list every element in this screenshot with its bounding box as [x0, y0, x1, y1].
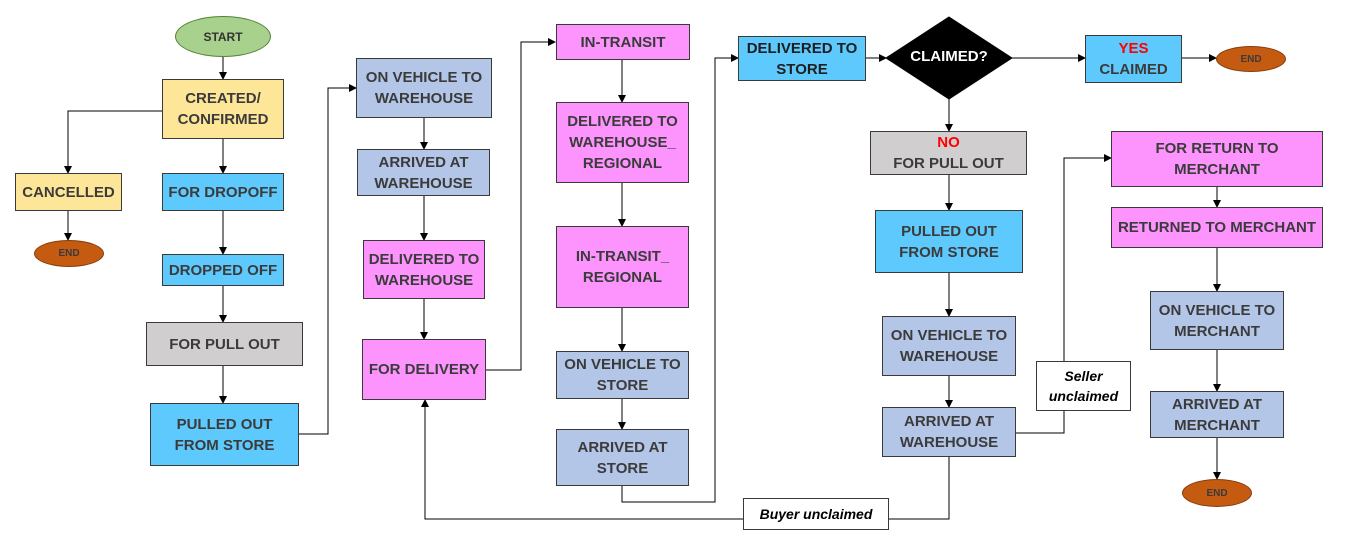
- delivered-store-line1: DELIVERED TO: [746, 39, 858, 57]
- claimed-label: CLAIMED: [1099, 61, 1168, 78]
- pulled-out-from-store-node: PULLED OUT FROM STORE: [150, 403, 299, 466]
- delivered-store-line2: STORE: [776, 60, 828, 78]
- arrived-at-merchant-node: ARRIVED AT MERCHANT: [1150, 391, 1284, 438]
- arrived-merchant-line2: MERCHANT: [1174, 416, 1260, 434]
- delivered-to-warehouse-regional-node: DELIVERED TO WAREHOUSE_ REGIONAL: [556, 102, 689, 183]
- yes-claimed-node: YES CLAIMED: [1085, 35, 1182, 83]
- created-confirmed-node: CREATED/ CONFIRMED: [162, 79, 284, 139]
- arrived-merchant-line1: ARRIVED AT: [1172, 395, 1262, 413]
- arrived-col4-line1: ARRIVED AT: [904, 413, 994, 430]
- connector-col2-col3: [486, 38, 556, 371]
- on-vehicle-to-merchant-node: ON VEHICLE TO MERCHANT: [1150, 291, 1284, 350]
- for-dropoff-node: FOR DROPOFF: [162, 173, 284, 211]
- delivered-to-store-node: DELIVERED TO STORE: [738, 36, 866, 81]
- arrived-col4-line2: WAREHOUSE: [899, 434, 999, 451]
- for-pull-out-node: FOR PULL OUT: [146, 322, 303, 366]
- claimed-decision-diamond: [885, 16, 1013, 100]
- on-vehicle-to-warehouse-node: ON VEHICLE TO WAREHOUSE: [356, 58, 492, 118]
- yes-label: YES: [1118, 40, 1149, 57]
- returned-to-merchant-node: RETURNED TO MERCHANT: [1111, 207, 1323, 248]
- buyer-unclaimed-label: Buyer unclaimed: [743, 498, 889, 530]
- delivered-regional-line1: DELIVERED TO: [567, 113, 678, 130]
- on-vehicle-to-store-node: ON VEHICLE TO STORE: [556, 351, 689, 399]
- pulled-out-from-store-node-col4: PULLED OUT FROM STORE: [875, 210, 1023, 273]
- delivered-label-line1: DELIVERED TO: [368, 250, 480, 268]
- pulled-out-col4-line1: PULLED OUT: [901, 222, 997, 240]
- seller-unclaimed-label: Seller unclaimed: [1036, 361, 1131, 411]
- cancelled-node: CANCELLED: [15, 173, 122, 211]
- for-return-line2: MERCHANT: [1174, 161, 1260, 178]
- for-return-to-merchant-node: FOR RETURN TO MERCHANT: [1111, 131, 1323, 187]
- on-vehicle-merchant-line1: ON VEHICLE TO: [1158, 301, 1276, 319]
- in-transit-regional-node: IN-TRANSIT_ REGIONAL: [556, 226, 689, 308]
- in-transit-regional-line2: REGIONAL: [582, 269, 663, 286]
- seller-unclaimed-line2: unclaimed: [1048, 388, 1119, 404]
- seller-unclaimed-line1: Seller: [1064, 368, 1103, 384]
- cancelled-label: CANCELLED: [22, 183, 115, 201]
- on-vehicle-label-line2: WAREHOUSE: [374, 90, 474, 107]
- delivered-label-line2: WAREHOUSE: [374, 271, 474, 289]
- connector-buyer-unclaimed: [421, 399, 950, 520]
- on-vehicle-merchant-line2: MERCHANT: [1174, 322, 1260, 340]
- on-vehicle-col4-line2: WAREHOUSE: [899, 348, 999, 365]
- on-vehicle-store-line1: ON VEHICLE TO: [564, 356, 681, 373]
- end-node-merchant: END: [1182, 479, 1252, 507]
- for-pull-out-label: FOR PULL OUT: [169, 335, 280, 353]
- on-vehicle-label-line1: ON VEHICLE TO: [365, 69, 483, 86]
- claimed-question-label: CLAIMED?: [910, 48, 988, 65]
- created-label-line2: CONFIRMED: [177, 111, 269, 128]
- delivered-regional-line3: REGIONAL: [582, 155, 663, 172]
- arrived-store-line2: STORE: [596, 459, 649, 477]
- for-delivery-node: FOR DELIVERY: [362, 339, 486, 400]
- for-return-line1: FOR RETURN TO: [1155, 140, 1279, 157]
- connector-seller-unclaimed: [1016, 154, 1112, 434]
- for-dropoff-label: FOR DROPOFF: [168, 183, 278, 201]
- pulled-out-col4-line2: FROM STORE: [899, 243, 999, 261]
- arrived-store-line1: ARRIVED AT: [577, 438, 668, 456]
- created-label-line1: CREATED/: [185, 90, 261, 107]
- no-for-pull-out-node: NO FOR PULL OUT: [870, 131, 1027, 175]
- no-label: NO: [937, 134, 960, 151]
- on-vehicle-to-warehouse-node-col4: ON VEHICLE TO WAREHOUSE: [882, 316, 1016, 376]
- dropped-off-label: DROPPED OFF: [168, 261, 278, 279]
- arrived-label-line2: WAREHOUSE: [374, 174, 473, 192]
- pulled-out-label-line1: PULLED OUT: [176, 415, 273, 433]
- in-transit-node: IN-TRANSIT: [556, 24, 690, 60]
- pulled-out-label-line2: FROM STORE: [174, 436, 275, 454]
- end-node-claimed: END: [1216, 46, 1286, 72]
- on-vehicle-store-line2: STORE: [596, 377, 649, 394]
- start-node: START: [175, 16, 271, 57]
- buyer-unclaimed-text: Buyer unclaimed: [759, 506, 873, 522]
- delivered-regional-line2: WAREHOUSE_: [569, 134, 676, 151]
- on-vehicle-col4-line1: ON VEHICLE TO: [890, 327, 1008, 344]
- arrived-label-line1: ARRIVED AT: [378, 153, 469, 171]
- in-transit-regional-line1: IN-TRANSIT_: [575, 248, 670, 265]
- arrived-at-warehouse-node: ARRIVED AT WAREHOUSE: [357, 149, 490, 196]
- connector-col1-col2: [299, 84, 357, 435]
- arrived-at-warehouse-node-col4: ARRIVED AT WAREHOUSE: [882, 407, 1016, 457]
- in-transit-label: IN-TRANSIT: [580, 33, 666, 51]
- for-delivery-label: FOR DELIVERY: [368, 361, 480, 378]
- connector-col3-col4: [621, 54, 739, 503]
- arrived-at-store-node: ARRIVED AT STORE: [556, 429, 689, 486]
- no-for-pull-out-label: FOR PULL OUT: [893, 155, 1004, 172]
- end-node-cancelled: END: [34, 240, 104, 267]
- returned-label: RETURNED TO MERCHANT: [1117, 219, 1317, 236]
- connector-created-cancelled: [64, 110, 162, 174]
- delivered-to-warehouse-node: DELIVERED TO WAREHOUSE: [363, 240, 485, 299]
- dropped-off-node: DROPPED OFF: [162, 254, 284, 286]
